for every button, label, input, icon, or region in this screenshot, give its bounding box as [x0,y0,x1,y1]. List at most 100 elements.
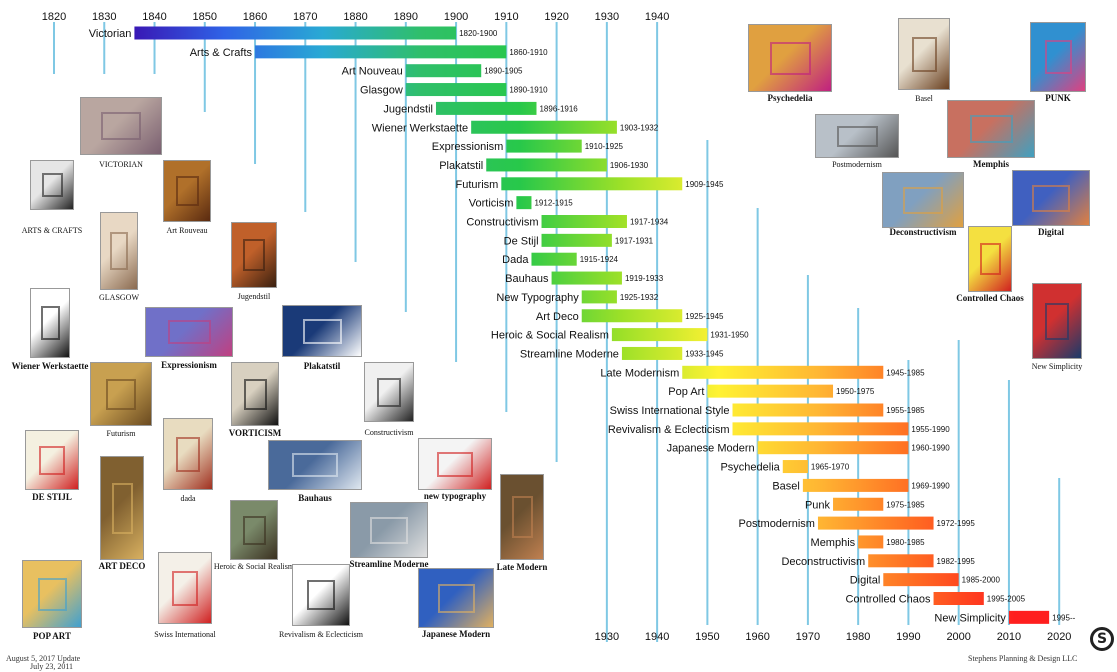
tick-label-bottom: 1970 [796,631,820,643]
thumbnail-label: DE STIJL [32,492,72,502]
bar-date-label: 1965-1970 [811,463,850,472]
tick-label-top: 1920 [544,11,568,23]
bar-date-label: 1933-1945 [685,349,724,358]
tick-label-bottom: 1980 [846,631,870,643]
thumbnail-label: PUNK [1045,93,1071,103]
footer-date-original: July 23, 2011 [30,662,74,671]
thumbnail-art-deco [100,456,144,560]
bar-name-label: Deconstructivism [781,556,865,568]
thumbnail-motif [903,186,943,214]
thumbnail-digital [1012,170,1090,226]
thumbnail-motif [769,41,811,75]
thumbnail-motif [172,570,198,606]
bar-new-simplicity [1008,610,1050,624]
bar-punk [833,497,884,511]
tick-label-top: 1910 [494,11,518,23]
bar-date-label: 1915-1924 [580,255,619,264]
thumbnail-memphis [947,100,1035,158]
bar-name-label: Late Modernism [600,367,679,379]
bar-psychedelia [782,460,808,474]
thumbnail-motif [106,378,136,410]
bar-name-label: Heroic & Social Realism [491,330,609,342]
thumbnail-motif [437,583,475,613]
bar-date-label: 1925-1945 [685,312,724,321]
tick-label-bottom: 1930 [595,631,619,643]
bar-memphis [858,535,884,549]
thumbnail-motif [511,496,533,538]
footer-credit: Stephens Planning & Design LLC [968,654,1078,663]
bar-art-nouveau [405,64,482,78]
bar-de-stijl [541,233,612,247]
bar-name-label: Streamline Moderne [520,348,619,360]
thumbnail-label: ARTS & CRAFTS [21,226,83,235]
thumbnail-bauhaus [268,440,362,490]
thumbnail-label: Postmodernism [832,160,882,169]
bar-bauhaus [551,271,622,285]
bar-dada [531,252,577,266]
tick-label-top: 1830 [92,11,116,23]
thumbnail-motif [110,232,128,270]
bar-name-label: Controlled Chaos [846,594,931,606]
bar-name-label: Swiss International Style [610,405,730,417]
bar-glasgow [405,83,507,97]
thumbnail-motif [242,515,266,545]
thumbnail-motif [39,445,65,475]
bar-name-label: Art Deco [536,311,579,323]
thumbnail-victorian [80,97,162,155]
thumbnail-label: Swiss International [154,630,216,639]
thumbnail-label: VICTORIAN [99,160,143,169]
thumbnail-basel [898,18,950,90]
thumbnail-label: VORTICISM [228,428,282,438]
bar-name-label: Revivalism & Eclecticism [608,424,730,436]
thumbnail-new-simplicity [1032,283,1082,359]
bar-name-label: Art Nouveau [342,66,403,78]
bar-wiener-werkstaette [471,120,617,134]
thumbnail-label: Basel [915,94,933,103]
bar-date-label: 1890-1905 [484,67,523,76]
thumbnail-motif [370,516,408,544]
thumbnail-label: Controlled Chaos [956,293,1024,303]
bar-date-label: 1950-1975 [836,387,875,396]
tick-label-top: 1880 [343,11,367,23]
thumbnail-label: dada [180,494,196,503]
bar-date-label: 1972-1995 [937,519,976,528]
tick-label-bottom: 1960 [745,631,769,643]
thumbnail-motif [176,436,200,472]
bar-date-label: 1925-1932 [620,293,659,302]
bar-date-label: 1969-1990 [911,481,950,490]
thumbnail-motif [836,125,878,147]
thumbnail-glasgow [100,212,138,290]
thumbnail-jugendstil [231,222,277,288]
bar-controlled-chaos [933,592,984,605]
tick-label-top: 1940 [645,11,669,23]
bar-date-label: 1917-1931 [615,236,654,245]
bar-date-label: 1931-1950 [710,331,749,340]
thumbnail-motif [101,112,141,140]
bar-name-label: Plakatstil [439,160,483,172]
thumbnail-motif [37,577,67,611]
tick-label-top: 1820 [42,11,66,23]
thumbnail-heroic-social-realism [230,500,278,560]
thumbnail-motif [1045,302,1069,340]
thumbnail-label: Heroic & Social Realism [213,562,295,571]
bar-name-label: Pop Art [668,386,704,398]
bar-pop-art [707,384,834,398]
bar-jugendstil [435,101,537,115]
bar-name-label: New Simplicity [934,612,1006,624]
thumbnail-motif [969,115,1013,143]
thumbnail-motif [175,176,199,206]
bar-date-label: 1906-1930 [610,161,649,170]
bar-date-label: 1960-1990 [911,444,950,453]
bar-name-label: Constructivism [466,217,538,229]
bar-name-label: Wiener Werkstaette [372,122,468,134]
bar-date-label: 1912-1915 [534,199,573,208]
thumbnail-label: New Simplicity [1031,362,1083,371]
tick-label-bottom: 2010 [997,631,1021,643]
thumbnail-motif [979,243,1001,275]
tick-label-top: 1930 [595,11,619,23]
tick-label-bottom: 1950 [695,631,719,643]
thumbnail-punk [1030,22,1086,92]
bar-date-label: 1909-1945 [685,180,724,189]
thumbnail-motif [911,36,937,72]
thumbnail-constructivism [364,362,414,422]
